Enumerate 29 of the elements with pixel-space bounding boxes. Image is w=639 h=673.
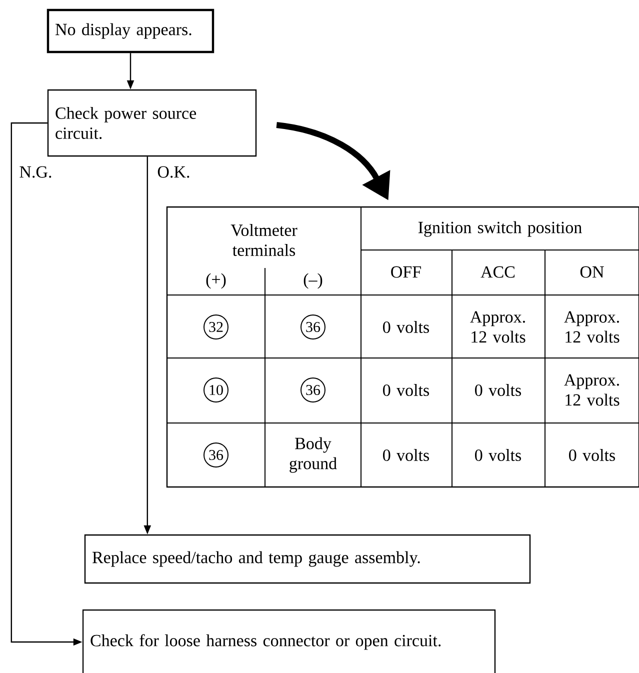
table-cell: Approx. 12 volts: [470, 311, 526, 343]
table-cell: Approx. 12 volts: [564, 374, 620, 406]
table-cell: Voltmeter terminals: [230, 224, 298, 256]
table-cell: 0 volts: [475, 449, 521, 461]
edge-label: N.G.: [20, 166, 52, 178]
table: [166, 206, 639, 488]
table-cell: 0 volts: [569, 449, 615, 461]
table-cell: Ignition switch position: [418, 221, 582, 237]
table-cell: Body ground: [290, 437, 337, 473]
circled-number: 32: [204, 314, 228, 340]
table-cell: 0 volts: [475, 384, 521, 396]
table-cell: 0 volts: [383, 321, 429, 333]
table-cell: ON: [580, 266, 604, 278]
process-box: Check for loose harness connector or open circuit.: [82, 609, 496, 673]
table-cell: 0 volts: [383, 384, 429, 396]
table-cell: (+): [206, 273, 226, 289]
table-cell: (–): [304, 273, 322, 289]
process-box: No display appears.: [46, 8, 214, 54]
circled-number: 36: [300, 314, 326, 340]
table-cell: 0 volts: [383, 449, 429, 461]
circled-number: 36: [204, 442, 228, 468]
table-cell: Approx. 12 volts: [564, 311, 620, 343]
process-box: Check power source circuit.: [47, 89, 257, 157]
table-cell: ACC: [480, 266, 515, 278]
circled-number: 10: [204, 378, 228, 402]
edge-label: O.K.: [158, 166, 190, 178]
circled-number: 36: [300, 378, 326, 402]
table-cell: OFF: [391, 266, 421, 278]
process-box: Replace speed/tacho and temp gauge assembly.: [84, 534, 531, 584]
